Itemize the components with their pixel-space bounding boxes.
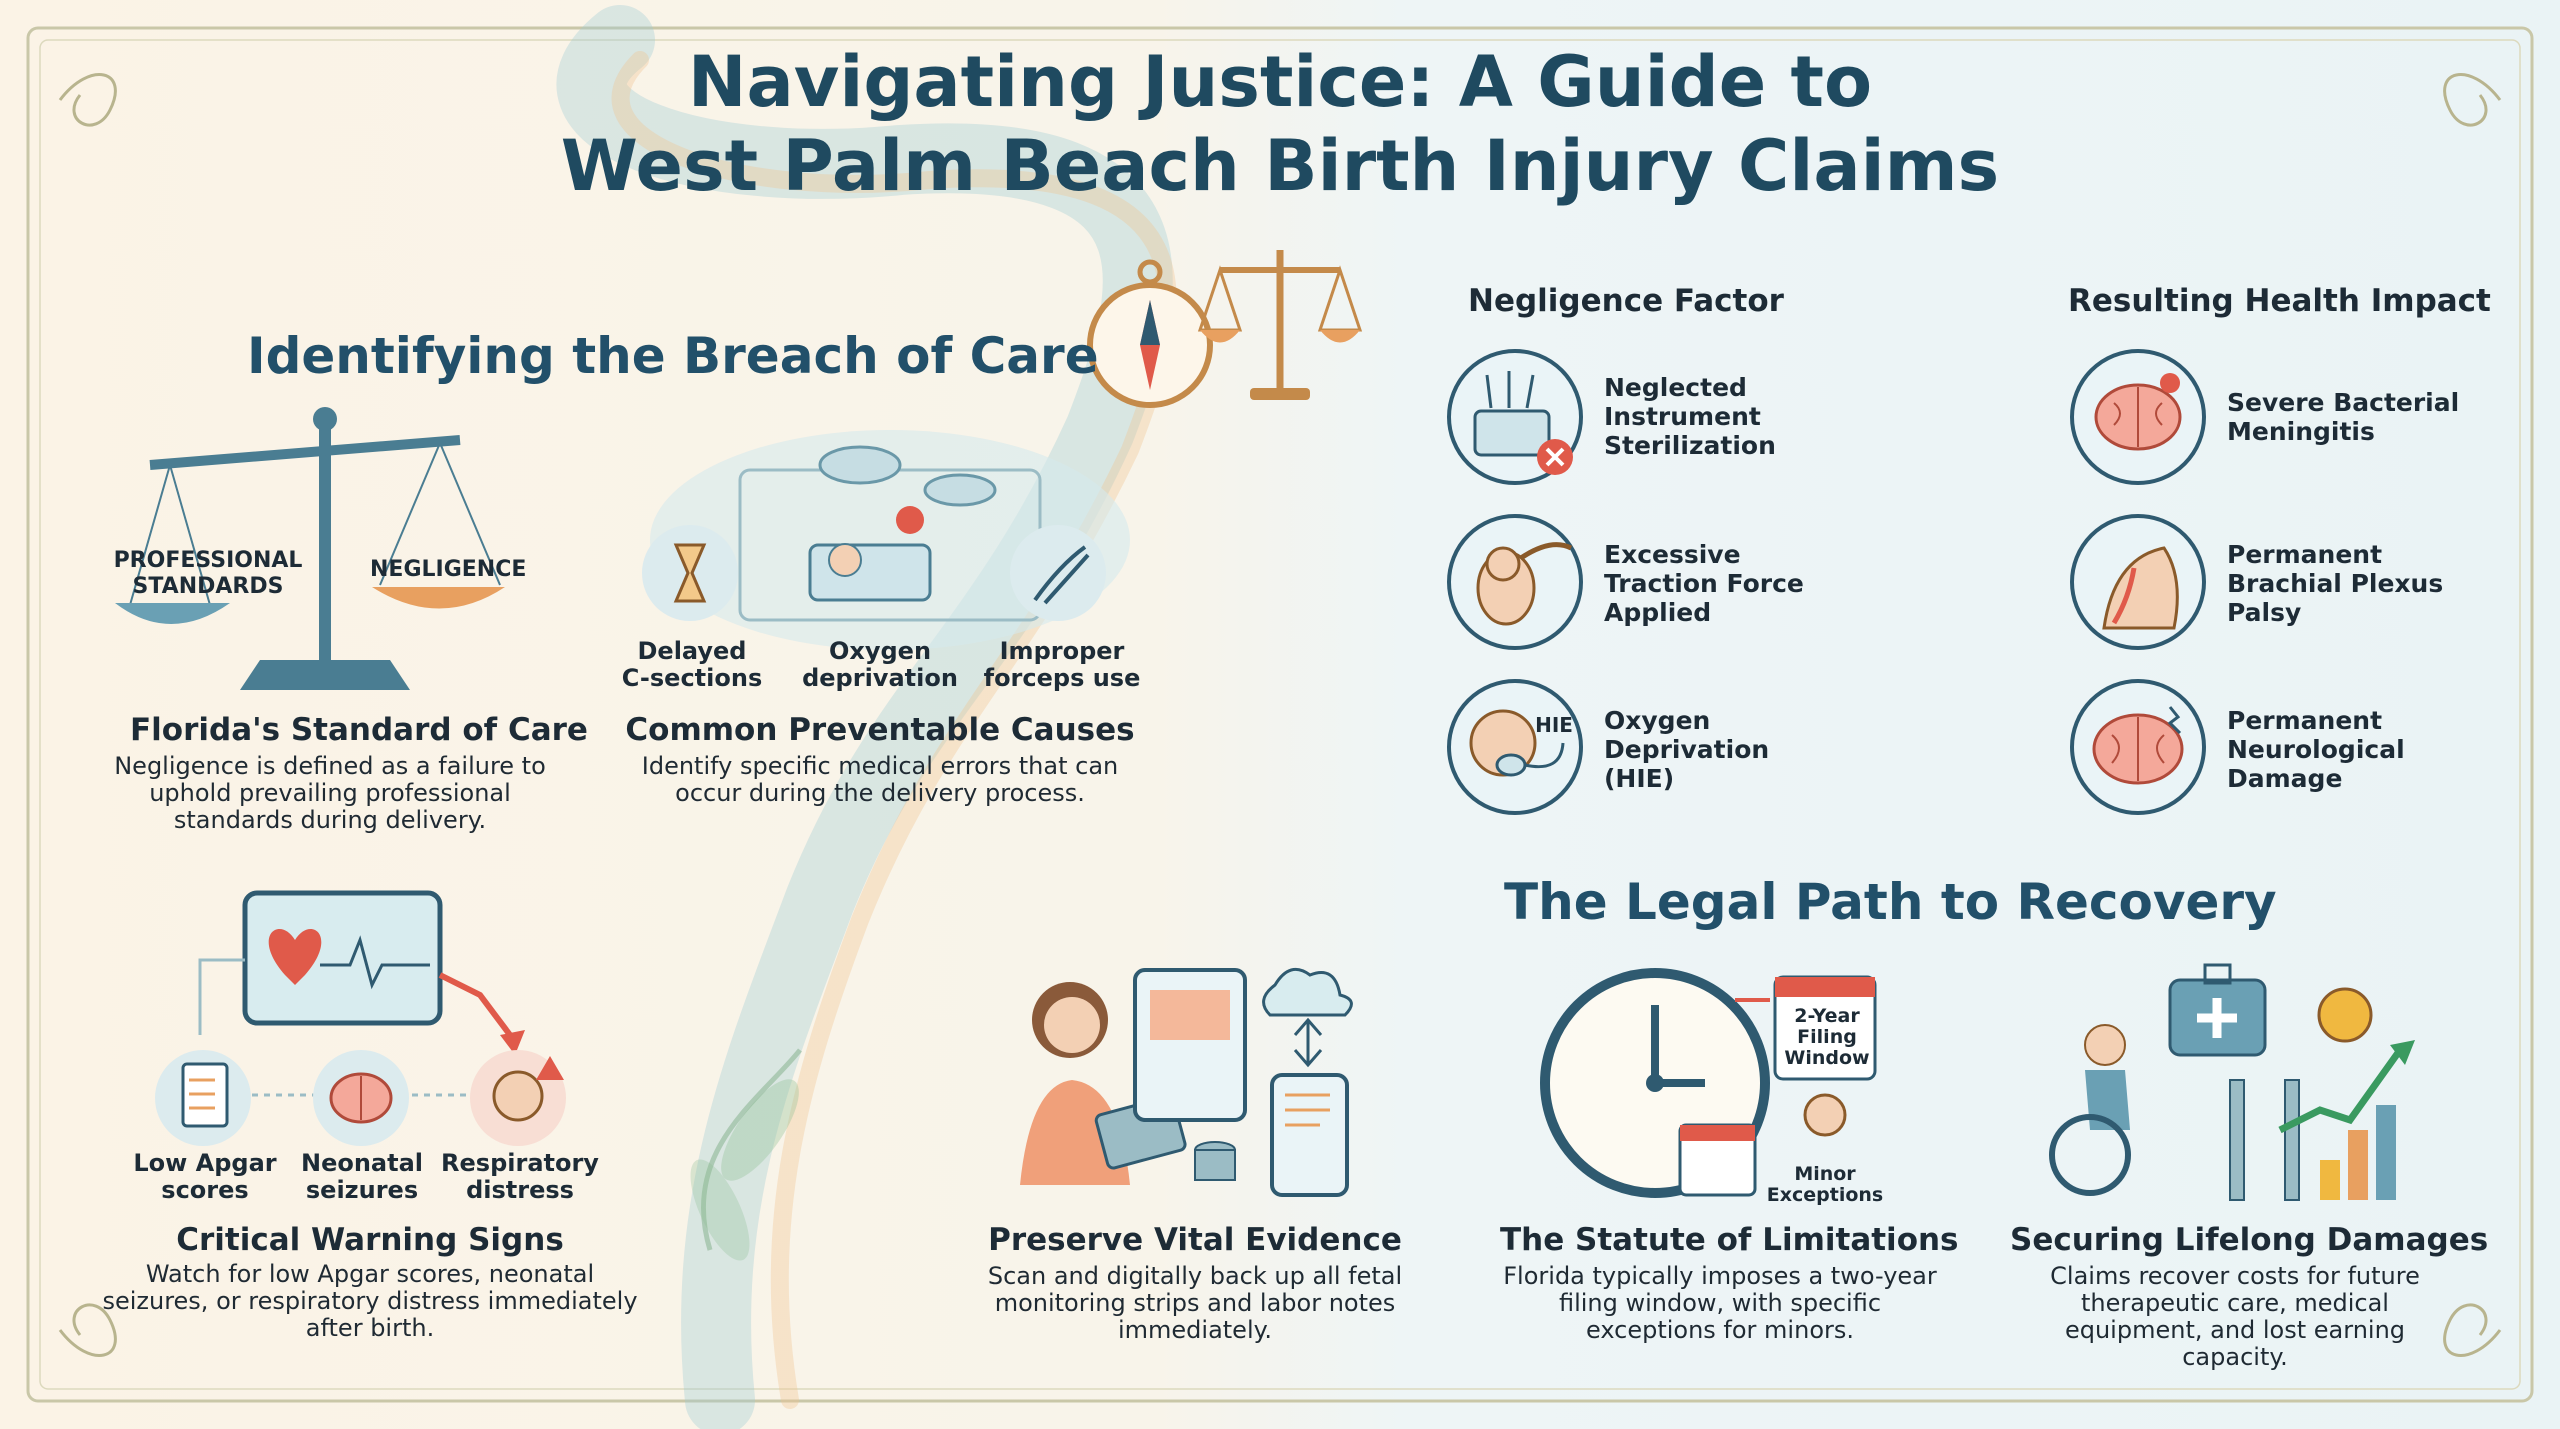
evidence-body: Scan and digitally back up all fetal mon… bbox=[987, 1262, 1403, 1344]
health-impact-header: Resulting Health Impact bbox=[2068, 283, 2491, 319]
scale-label-professional-standards: PROFESSIONAL STANDARDS bbox=[113, 548, 303, 599]
delivery-room-illustration bbox=[650, 430, 1130, 650]
preventable-causes-title: Common Preventable Causes bbox=[625, 712, 1135, 748]
damages-title: Securing Lifelong Damages bbox=[2010, 1222, 2489, 1258]
cause-delayed-csections: Delayed C-sections bbox=[621, 637, 763, 692]
minor-exceptions-text: Minor Exceptions bbox=[1766, 1163, 1884, 1206]
cause-improper-forceps: Improper forceps use bbox=[983, 637, 1141, 692]
damaged-brain-icon bbox=[2070, 679, 2206, 815]
negligence-factor-header: Negligence Factor bbox=[1468, 283, 1784, 319]
sterilization-tray-icon bbox=[1447, 349, 1583, 485]
brain-icon bbox=[313, 1050, 409, 1146]
fetal-traction-icon bbox=[1447, 514, 1583, 650]
standard-of-care-body: Negligence is defined as a failure to up… bbox=[114, 752, 546, 834]
preventable-causes-body: Identify specific medical errors that ca… bbox=[641, 752, 1119, 807]
forceps-icon bbox=[1010, 525, 1106, 621]
impact-brachial-plexus-palsy: Permanent Brachial Plexus Palsy bbox=[2227, 540, 2444, 627]
sign-respiratory-distress: Respiratory distress bbox=[441, 1149, 599, 1204]
lifelong-damages-icon bbox=[2049, 963, 2415, 1201]
heart-monitor-icon bbox=[198, 890, 525, 1097]
digital-evidence-icon bbox=[1020, 967, 1353, 1197]
factor-excessive-traction: Excessive Traction Force Applied bbox=[1604, 540, 1804, 627]
infant-oxygen-mask-icon bbox=[1447, 679, 1583, 815]
page-title: Navigating Justice: A Guide to West Palm… bbox=[0, 40, 2560, 208]
warning-signs-body: Watch for low Apgar scores, neonatal sei… bbox=[102, 1260, 638, 1342]
apgar-checklist-icon bbox=[155, 1050, 251, 1146]
title-line-1: Navigating Justice: A Guide to bbox=[687, 41, 1873, 123]
impact-bacterial-meningitis: Severe Bacterial Meningitis bbox=[2227, 388, 2460, 446]
statute-body: Florida typically imposes a two-year fil… bbox=[1503, 1262, 1937, 1344]
factor-oxygen-deprivation-hie: Oxygen Deprivation (HIE) bbox=[1604, 706, 1770, 793]
clock-calendar-icon bbox=[1540, 968, 1877, 1198]
breach-heading: Identifying the Breach of Care bbox=[247, 327, 1099, 385]
factor-neglected-sterilization: Neglected Instrument Sterilization bbox=[1604, 373, 1776, 460]
hourglass-icon bbox=[642, 525, 738, 621]
standard-of-care-title: Florida's Standard of Care bbox=[130, 712, 588, 748]
hie-tag: HIE bbox=[1535, 713, 1573, 737]
cause-oxygen-deprivation: Oxygen deprivation bbox=[802, 637, 958, 692]
compass-and-scales-icon bbox=[1087, 250, 1363, 408]
filing-window-calendar-text: 2-Year Filing Window bbox=[1784, 1005, 1870, 1069]
warning-signs-title: Critical Warning Signs bbox=[176, 1222, 564, 1258]
evidence-title: Preserve Vital Evidence bbox=[988, 1222, 1402, 1258]
statute-title: The Statute of Limitations bbox=[1500, 1222, 1959, 1258]
sign-neonatal-seizures: Neonatal seizures bbox=[300, 1149, 424, 1204]
legal-path-heading: The Legal Path to Recovery bbox=[1504, 873, 2277, 931]
title-line-2: West Palm Beach Birth Injury Claims bbox=[560, 125, 2000, 207]
infected-brain-icon bbox=[2070, 349, 2206, 485]
scale-label-negligence: NEGLIGENCE bbox=[370, 557, 527, 582]
sign-low-apgar: Low Apgar scores bbox=[133, 1149, 277, 1204]
impact-neurological-damage: Permanent Neurological Damage bbox=[2227, 706, 2405, 793]
shoulder-nerve-icon bbox=[2070, 514, 2206, 650]
infant-distress-icon bbox=[470, 1050, 566, 1146]
damages-body: Claims recover costs for future therapeu… bbox=[2050, 1262, 2420, 1371]
balance-scale-icon bbox=[115, 407, 505, 690]
